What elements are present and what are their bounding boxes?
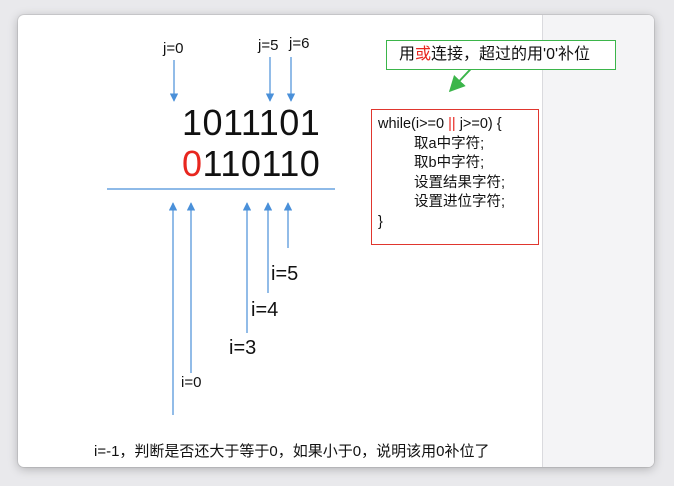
- label-i5: i=5: [271, 263, 299, 285]
- footer-explanation: i=-1，判断是否还大于等于0，如果小于0，说明该用0补位了: [94, 443, 490, 460]
- side-panel: [542, 15, 654, 467]
- label-j6: j=6: [289, 35, 310, 52]
- label-j5: j=5: [258, 37, 279, 54]
- code-line-1: 取a中字符;: [414, 135, 485, 152]
- canvas-window: j=0 j=5 j=6 1011101 0110110 i=5 i=4 i=3 …: [18, 15, 654, 467]
- note-suffix: 连接，超过的用'0'补位: [431, 46, 591, 63]
- binary-b-digits: 110110: [202, 143, 321, 184]
- label-j0: j=0: [163, 40, 184, 57]
- code-line-4: 设置进位字符;: [414, 194, 506, 210]
- code-while-line: while(i>=0 || j>=0) {: [378, 115, 538, 135]
- code-line-2: 取b中字符;: [414, 155, 485, 171]
- binary-b-pad-digit: 0: [182, 143, 203, 184]
- code-or-operator: ||: [448, 116, 456, 132]
- code-box: while(i>=0 || j>=0) { 取a中字符; 取b中字符; 设置结果…: [371, 109, 539, 245]
- label-i0: i=0: [181, 374, 202, 391]
- binary-a: 1011101: [182, 102, 321, 143]
- note-prefix: 用: [399, 46, 416, 63]
- diagram-arrows: [107, 55, 484, 415]
- code-close-brace: }: [378, 213, 383, 230]
- code-head-post: j>=0) {: [455, 116, 502, 132]
- code-line-3: 设置结果字符;: [414, 174, 506, 191]
- note-or: 或: [415, 46, 432, 63]
- label-i4: i=4: [251, 299, 279, 321]
- label-i3: i=3: [229, 337, 257, 359]
- binary-b: 0110110: [182, 146, 320, 182]
- note-box: 用或连接，超过的用'0'补位: [386, 40, 616, 70]
- code-head-pre: while(i>=0: [378, 116, 449, 132]
